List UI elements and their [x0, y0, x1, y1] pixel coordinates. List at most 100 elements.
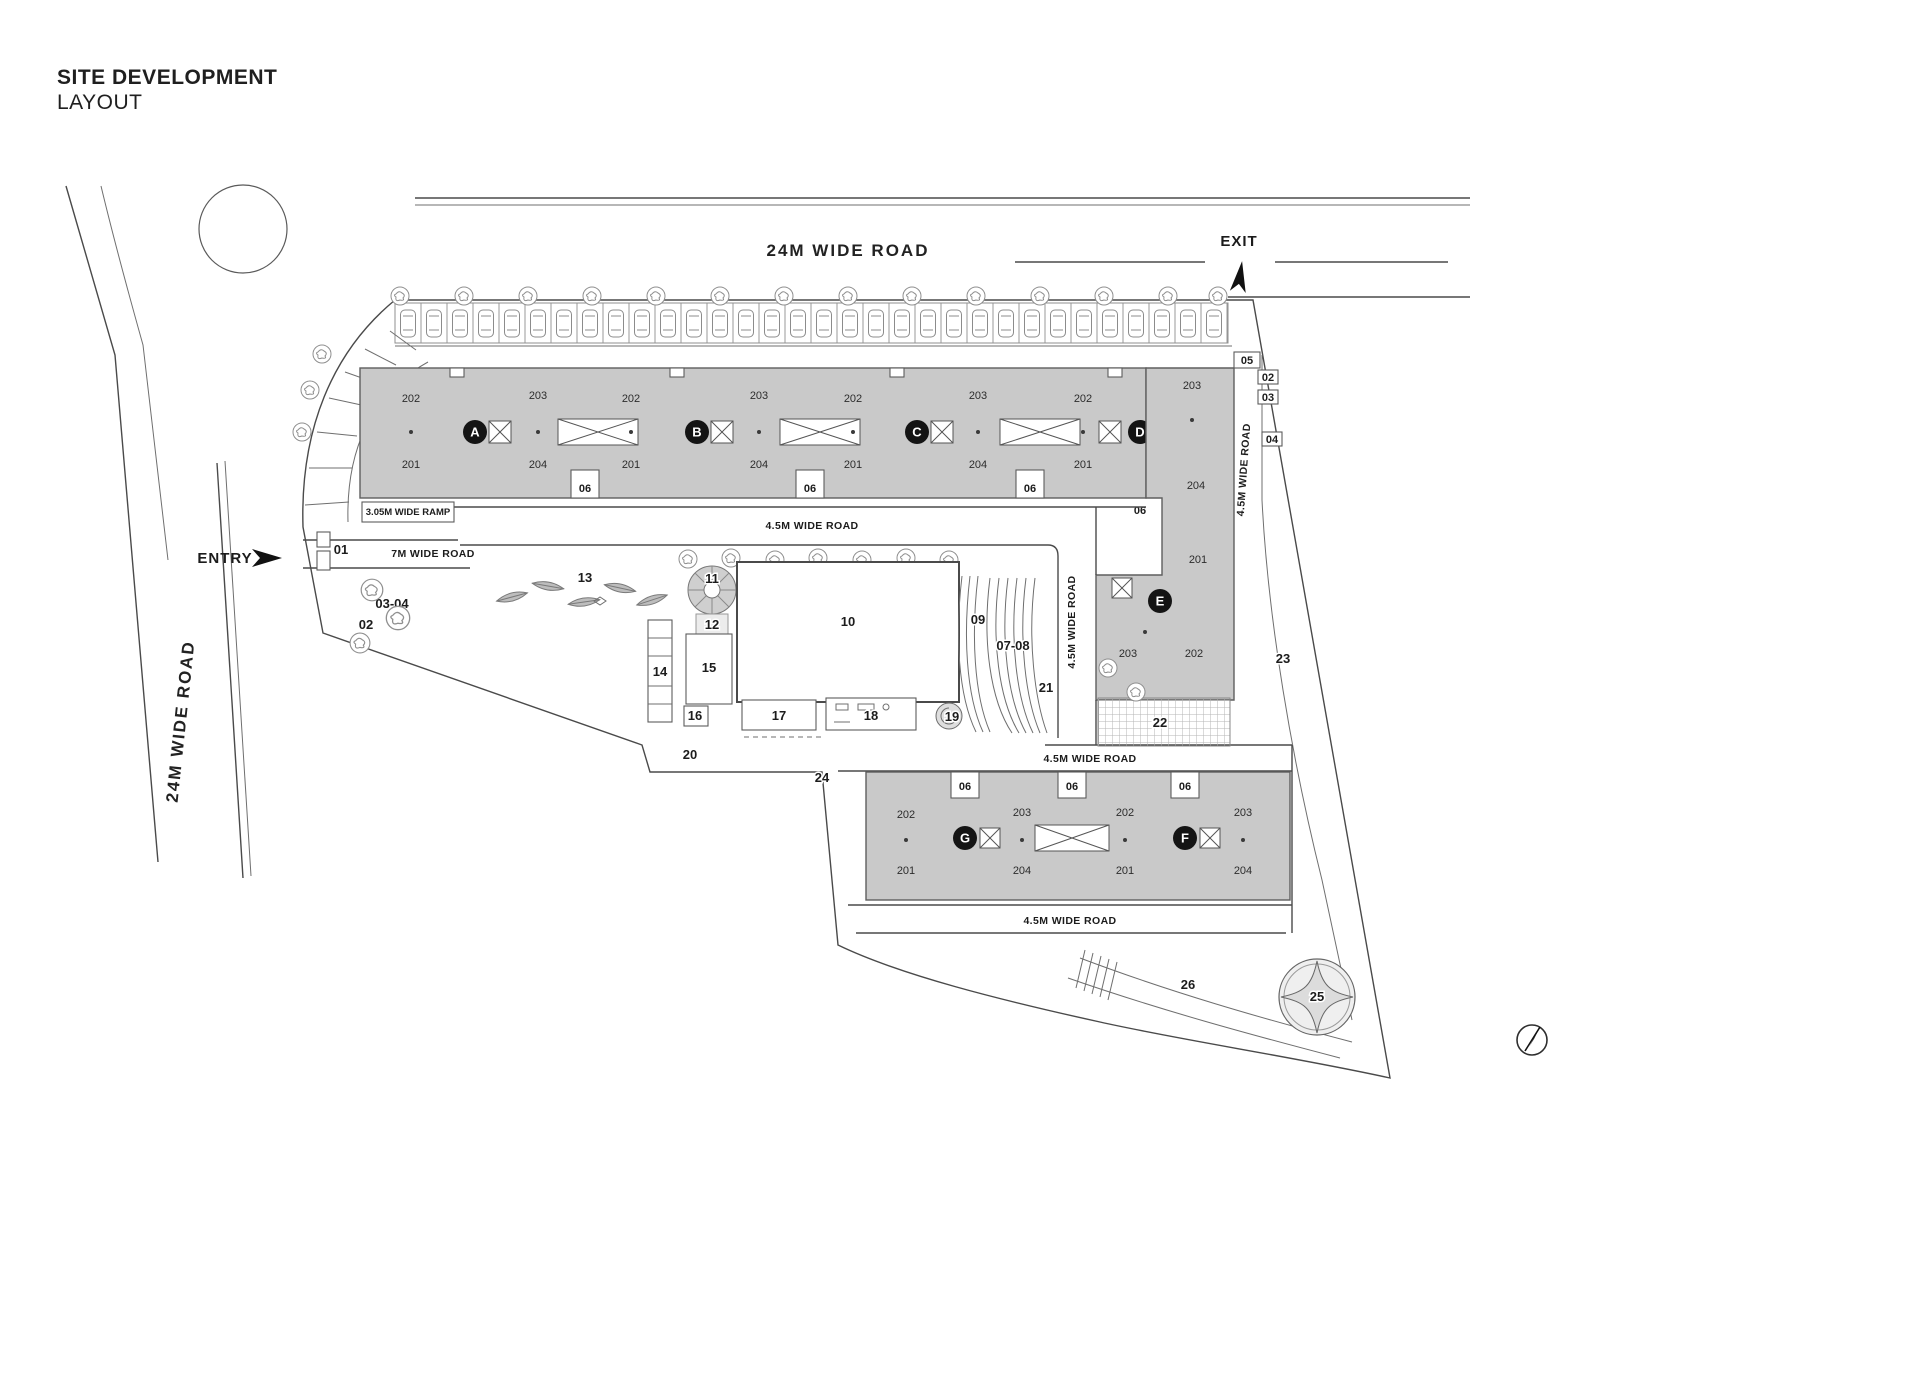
- landscape-steps: [1075, 949, 1118, 1001]
- unit-label: 203: [1234, 807, 1252, 819]
- top-parking: [390, 286, 1232, 347]
- water-feature: 19: [935, 702, 963, 730]
- unit-label: 204: [529, 459, 547, 471]
- marker-17: 17: [772, 708, 786, 723]
- marker-11: 11: [705, 571, 719, 586]
- tree-icon: [774, 286, 794, 306]
- tree-icon: [292, 422, 312, 442]
- block-badge-B: B: [685, 420, 709, 444]
- store: [683, 705, 709, 727]
- tree-icon: [966, 286, 986, 306]
- east-edge: 05 02 03 04 4.5M WIDE ROAD 23: [1233, 351, 1353, 1021]
- left-road: 24M WIDE ROAD: [65, 184, 288, 879]
- title-line1: SITE DEVELOPMENT: [57, 66, 278, 89]
- lift-core-icon: [1000, 419, 1080, 445]
- corridor-label: 06: [1179, 781, 1191, 793]
- block-badge-F: F: [1173, 826, 1197, 850]
- marker-20: 20: [683, 747, 697, 762]
- fountain: 11 12: [687, 565, 737, 639]
- top-road: 24M WIDE ROAD EXIT: [415, 197, 1470, 298]
- unit-label: 201: [844, 459, 862, 471]
- corridor-label: 06: [804, 483, 816, 495]
- unit-label: 201: [1189, 554, 1207, 566]
- unit-label: 202: [1185, 648, 1203, 660]
- marker-13: 13: [578, 570, 592, 585]
- site-boundary: [302, 299, 1391, 1079]
- leaf-icon: [603, 580, 637, 596]
- top-road-label: 24M WIDE ROAD: [767, 241, 930, 260]
- exit-arrow-icon: [1229, 261, 1246, 293]
- pergola: 14: [647, 619, 673, 723]
- block-badge-label: C: [912, 425, 922, 440]
- marker-26: 26: [1181, 977, 1195, 992]
- unit-label: 203: [1013, 807, 1031, 819]
- block-badge-label: D: [1135, 425, 1144, 440]
- stair-core-icon: [931, 421, 953, 443]
- north-arrow: [1516, 1024, 1548, 1056]
- page-title: SITE DEVELOPMENT LAYOUT: [57, 66, 277, 115]
- tree-icon: [360, 578, 384, 602]
- marker-02-east: 02: [1262, 372, 1274, 384]
- unit-label: 204: [1234, 865, 1252, 877]
- ramp-label: 3.05M WIDE RAMP: [366, 507, 451, 518]
- marker-04-east: 04: [1266, 434, 1279, 446]
- leaf-icon: [531, 578, 565, 594]
- unit-label: 201: [402, 459, 420, 471]
- corridor-label: 06: [579, 483, 591, 495]
- unit-label: 202: [897, 809, 915, 821]
- corridor-label: 06: [1024, 483, 1036, 495]
- marker-12: 12: [705, 617, 719, 632]
- tree-icon: [1094, 286, 1114, 306]
- tree-icon: [390, 286, 410, 306]
- tree-icon: [678, 549, 698, 569]
- entry-arrow-icon: [252, 549, 282, 567]
- unit-label: 203: [750, 390, 768, 402]
- marker-22: 22: [1153, 715, 1167, 730]
- tree-icon: [300, 380, 320, 400]
- marker-09: 09: [971, 612, 985, 627]
- unit-label: 201: [622, 459, 640, 471]
- unit-label: 204: [1187, 480, 1205, 492]
- marker-24: 24: [815, 770, 830, 785]
- tree-icon: [1208, 286, 1228, 306]
- marker-16: 16: [688, 708, 702, 723]
- unit-label: 202: [622, 393, 640, 405]
- tree-icon: [454, 286, 474, 306]
- marker-19: 19: [945, 709, 959, 724]
- road-label-45-d: 4.5M WIDE ROAD: [1023, 915, 1116, 927]
- building-bar-north: 06 06 06 06 202 201 203 204 202 201 203 …: [359, 367, 1152, 519]
- marker-23: 23: [1276, 651, 1290, 666]
- block-badge-label: B: [692, 425, 701, 440]
- exit-label: EXIT: [1220, 233, 1257, 250]
- title-line2: LAYOUT: [57, 91, 143, 114]
- tree-icon: [385, 605, 411, 631]
- stair-core-icon: [711, 421, 733, 443]
- unit-label: 204: [969, 459, 987, 471]
- lift-core-icon: [1035, 825, 1109, 851]
- block-badge-G: G: [953, 826, 977, 850]
- unit-label: 204: [1013, 865, 1031, 877]
- unit-dots: [409, 430, 1085, 434]
- road-label-45-b: 4.5M WIDE ROAD: [1066, 575, 1078, 668]
- stair-core-icon: [1112, 578, 1132, 598]
- marker-07-08: 07-08: [996, 638, 1029, 653]
- tree-icon: [312, 344, 332, 364]
- corridor-label: 06: [959, 781, 971, 793]
- amphitheatre: [958, 575, 1048, 734]
- tree-icon: [518, 286, 538, 306]
- marker-14: 14: [653, 664, 668, 679]
- unit-label: 202: [844, 393, 862, 405]
- stair-core-icon: [1099, 421, 1121, 443]
- unit-label: 203: [1183, 380, 1201, 392]
- unit-label: 202: [402, 393, 420, 405]
- block-badge-E: E: [1148, 589, 1172, 613]
- marker-10: 10: [841, 614, 855, 629]
- unit-label: 201: [1074, 459, 1092, 471]
- tree-icon: [1030, 286, 1050, 306]
- tree-icon: [902, 286, 922, 306]
- stair-core-icon: [1200, 828, 1220, 848]
- block-badge-label: A: [470, 425, 480, 440]
- traffic-island: [198, 184, 288, 274]
